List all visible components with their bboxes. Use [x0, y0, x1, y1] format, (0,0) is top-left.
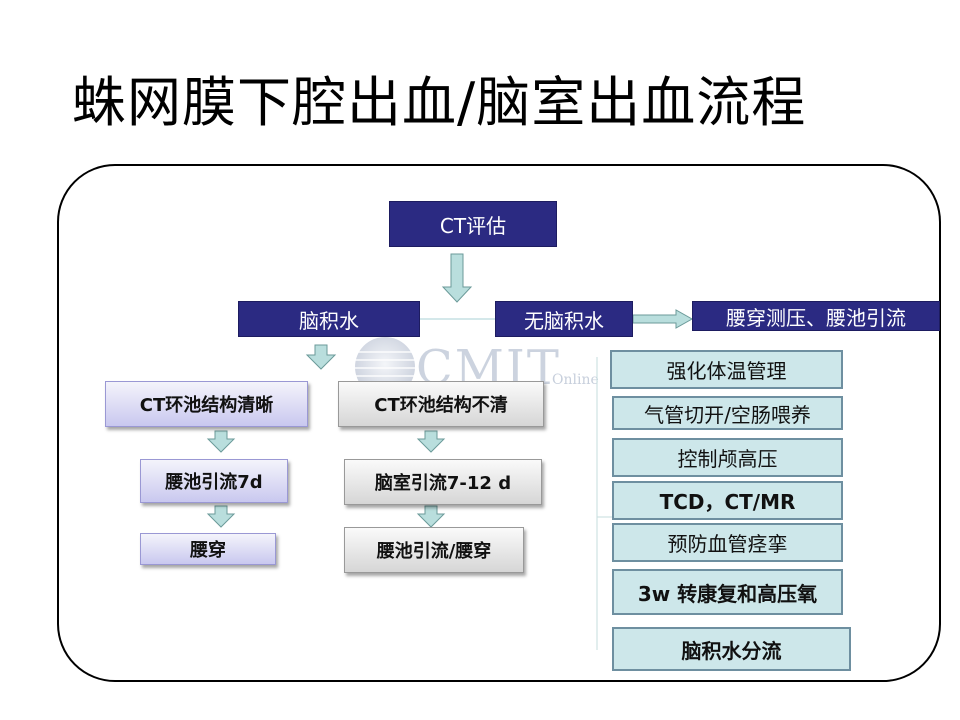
measure-item: TCD，CT/MR	[612, 481, 843, 520]
arrow-down-icon	[416, 430, 446, 453]
arrow-down-icon	[416, 505, 446, 528]
ct-evaluation-node: CT评估	[389, 201, 557, 247]
measure-item: 预防血管痉挛	[612, 523, 843, 562]
page-title: 蛛网膜下腔出血/脑室出血流程	[72, 71, 807, 134]
lumbar-puncture-node: 腰穿	[140, 533, 276, 565]
lumbar-drain-7d-node: 腰池引流7d	[140, 459, 288, 503]
arrow-down-icon	[206, 505, 236, 528]
measure-item: 控制颅高压	[612, 438, 843, 477]
arrow-down-icon	[305, 344, 337, 370]
measure-item: 3w 转康复和高压氧	[612, 569, 843, 615]
measure-item: 气管切开/空肠喂养	[612, 396, 843, 430]
arrow-right-icon	[632, 309, 694, 329]
arrow-down-icon	[441, 253, 473, 303]
no-hydrocephalus-node: 无脑积水	[495, 301, 633, 337]
cistern-clear-node: CT环池结构清晰	[105, 381, 308, 427]
measure-item: 强化体温管理	[610, 350, 843, 389]
watermark-subtext: Online	[552, 372, 599, 388]
cistern-unclear-node: CT环池结构不清	[338, 381, 544, 427]
hydrocephalus-node: 脑积水	[238, 301, 420, 337]
arrow-down-icon	[206, 430, 236, 453]
lumbar-pressure-node: 腰穿测压、腰池引流	[692, 301, 940, 331]
lumbar-drain-puncture-node: 腰池引流/腰穿	[344, 527, 524, 573]
ventricular-drain-node: 脑室引流7-12 d	[344, 459, 542, 505]
flowchart-frame	[57, 164, 941, 682]
measure-item: 脑积水分流	[612, 627, 851, 671]
